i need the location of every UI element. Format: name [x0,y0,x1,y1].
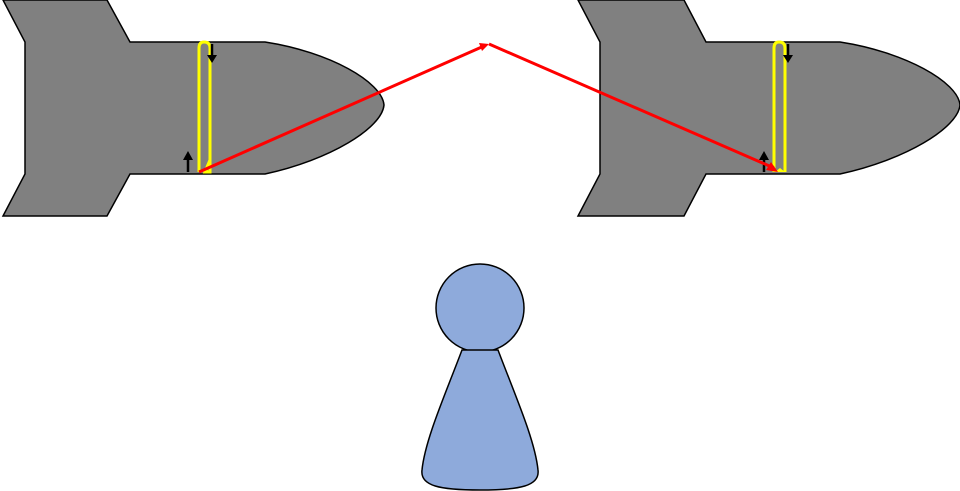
right-loop-arrowhead [775,168,785,172]
right-rocket [576,0,960,217]
right-rocket-body [576,0,960,217]
left-up-arrow [183,151,193,172]
right-yellow-loop [772,40,787,172]
beam-end-arrowhead [766,162,778,172]
right-down-arrow [783,44,793,63]
observer-person [421,263,539,491]
left-rocket-body [1,0,385,217]
left-down-arrow [207,44,217,63]
red-beam-path [198,42,778,174]
person-body [421,349,539,491]
beam-midpoint-arrowhead [479,43,489,51]
person-head [435,263,525,353]
left-rocket [1,0,385,217]
